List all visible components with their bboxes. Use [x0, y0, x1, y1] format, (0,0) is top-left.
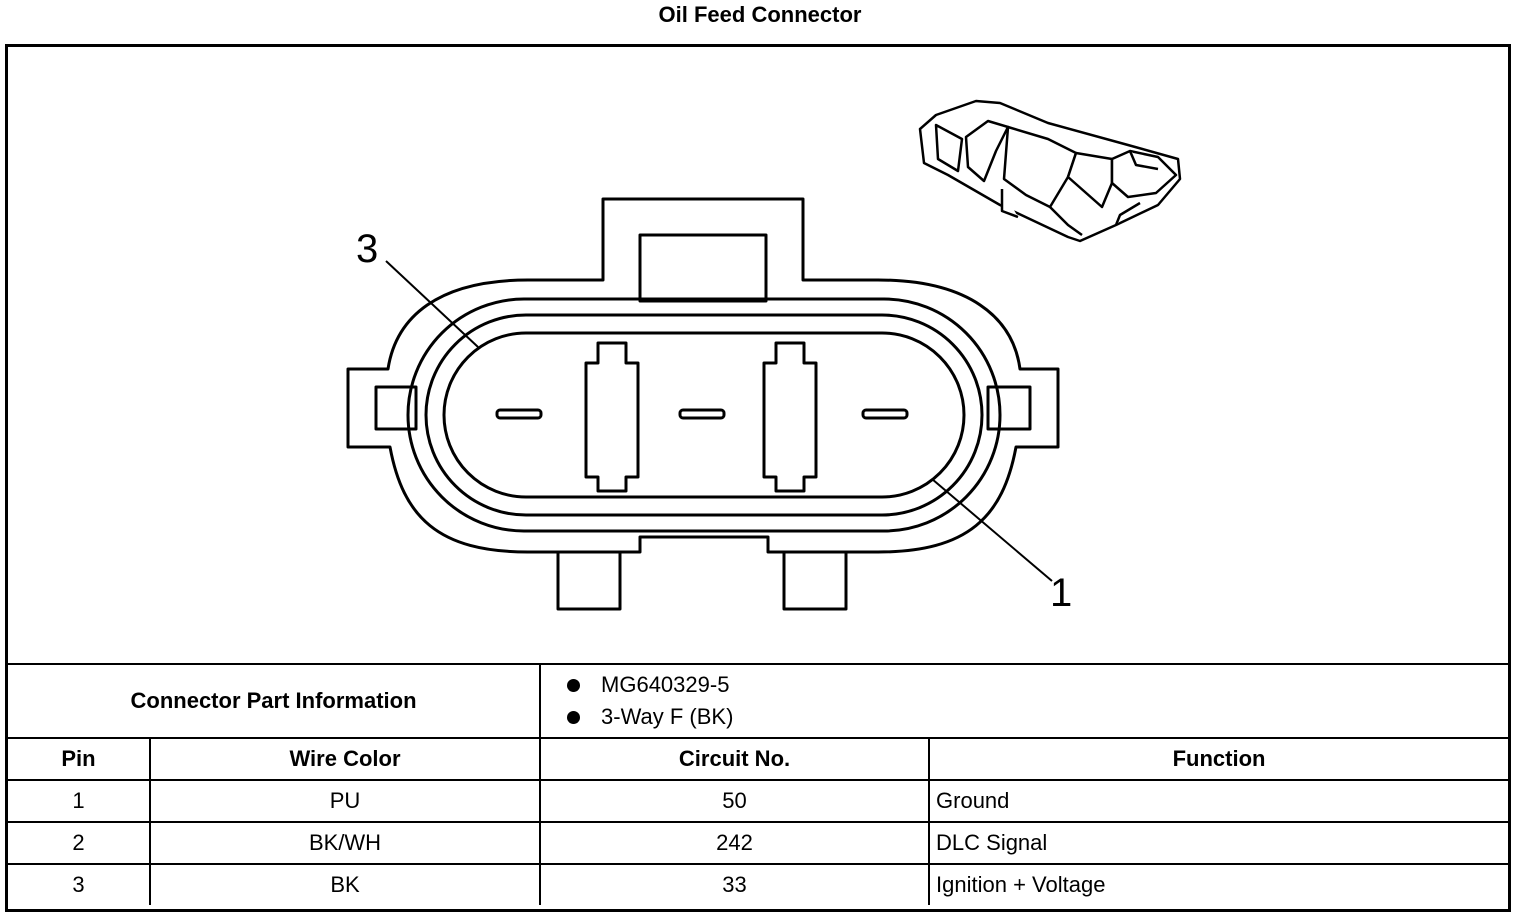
connector-part-info-label: Connector Part Information — [8, 663, 542, 739]
page-title: Oil Feed Connector — [658, 2, 862, 27]
terminal-slot-pin-1 — [861, 408, 909, 420]
cell-function: Ignition + Voltage — [928, 863, 1509, 905]
connector-3d-illustration — [918, 99, 1182, 243]
table-row: 3 BK 33 Ignition + Voltage — [8, 863, 1509, 905]
cell-wire-color: PU — [148, 779, 542, 823]
cell-circuit-no: 50 — [539, 779, 931, 823]
header-function: Function — [928, 737, 1509, 781]
outer-seal-ring — [406, 297, 1002, 533]
cell-function: DLC Signal — [928, 821, 1509, 865]
cell-circuit-no: 242 — [539, 821, 931, 865]
table-header-row: Pin Wire Color Circuit No. Function — [8, 737, 1509, 781]
connector-info-table: Connector Part Information MG640329-5 3-… — [8, 663, 1509, 905]
terminal-separator-right — [762, 341, 818, 493]
bottom-foot-left — [556, 552, 622, 611]
cell-pin: 3 — [8, 863, 151, 905]
left-ear-notch — [374, 385, 418, 431]
connector-diagram: 3 1 — [8, 47, 1508, 663]
table-row: 1 PU 50 Ground — [8, 779, 1509, 823]
header-pin: Pin — [8, 737, 151, 781]
connector-housing-outline — [346, 197, 1060, 554]
pin-3-leader-line — [385, 260, 479, 348]
bottom-foot-right — [782, 552, 848, 611]
pin-1-leader-line — [931, 478, 1053, 582]
terminal-slot-pin-2 — [678, 408, 726, 420]
connector-face-drawing — [346, 99, 1182, 611]
part-number-item: MG640329-5 — [567, 669, 1502, 701]
header-circuit-no: Circuit No. — [539, 737, 931, 781]
right-ear-notch — [986, 385, 1032, 431]
pin-label-1: 1 — [1050, 571, 1073, 615]
terminal-separator-left — [584, 341, 640, 493]
terminal-slot-pin-3 — [495, 408, 543, 420]
top-lock-window — [638, 233, 768, 303]
middle-seal-ring — [424, 313, 984, 517]
part-description-item: 3-Way F (BK) — [567, 701, 1502, 733]
connector-frame: 3 1 Connector Part Information MG640329-… — [5, 44, 1511, 912]
table-row: 2 BK/WH 242 DLC Signal — [8, 821, 1509, 865]
connector-part-info-row: Connector Part Information MG640329-5 3-… — [8, 663, 1509, 739]
cell-pin: 2 — [8, 821, 151, 865]
cell-wire-color: BK/WH — [148, 821, 542, 865]
connector-part-info-values: MG640329-5 3-Way F (BK) — [539, 663, 1509, 739]
cell-function: Ground — [928, 779, 1509, 823]
cell-wire-color: BK — [148, 863, 542, 905]
header-wire-color: Wire Color — [148, 737, 542, 781]
pin-label-3: 3 — [356, 227, 379, 271]
cell-pin: 1 — [8, 779, 151, 823]
cell-circuit-no: 33 — [539, 863, 931, 905]
inner-cavity — [442, 331, 966, 499]
